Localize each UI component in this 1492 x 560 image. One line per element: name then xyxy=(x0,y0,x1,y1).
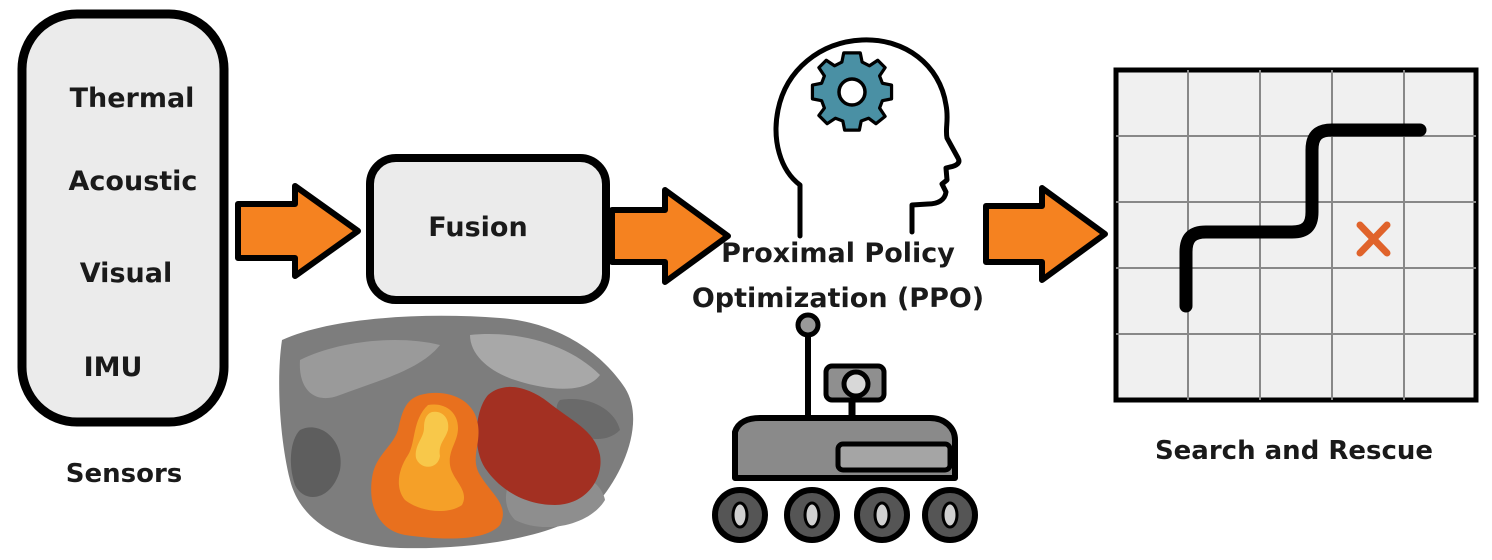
fusion-box: Fusion xyxy=(366,154,610,304)
sensor-item-visual: Visual xyxy=(80,258,172,289)
target-x-icon xyxy=(1356,221,1391,257)
sensor-item-imu: IMU xyxy=(84,352,143,383)
sensors-caption: Sensors xyxy=(66,459,183,489)
ppo-label-line1: Proximal Policy xyxy=(721,238,955,269)
rover-robot-icon xyxy=(712,312,978,543)
ppo-label-line2: Optimization (PPO) xyxy=(692,283,984,314)
sensor-item-acoustic: Acoustic xyxy=(69,166,198,197)
search-caption: Search and Rescue xyxy=(1155,436,1433,466)
flow-arrow-1 xyxy=(235,183,361,279)
sensor-item-thermal: Thermal xyxy=(70,83,195,114)
grid-map-icon xyxy=(1113,67,1479,403)
rescue-path xyxy=(1179,123,1427,313)
thermal-victim-image xyxy=(279,315,634,549)
head-gear-icon xyxy=(773,37,962,239)
flow-arrow-2 xyxy=(609,187,731,285)
flow-arrow-3 xyxy=(983,185,1108,283)
sensors-box: Thermal Acoustic Visual IMU xyxy=(17,9,229,427)
fusion-label: Fusion xyxy=(428,212,527,243)
